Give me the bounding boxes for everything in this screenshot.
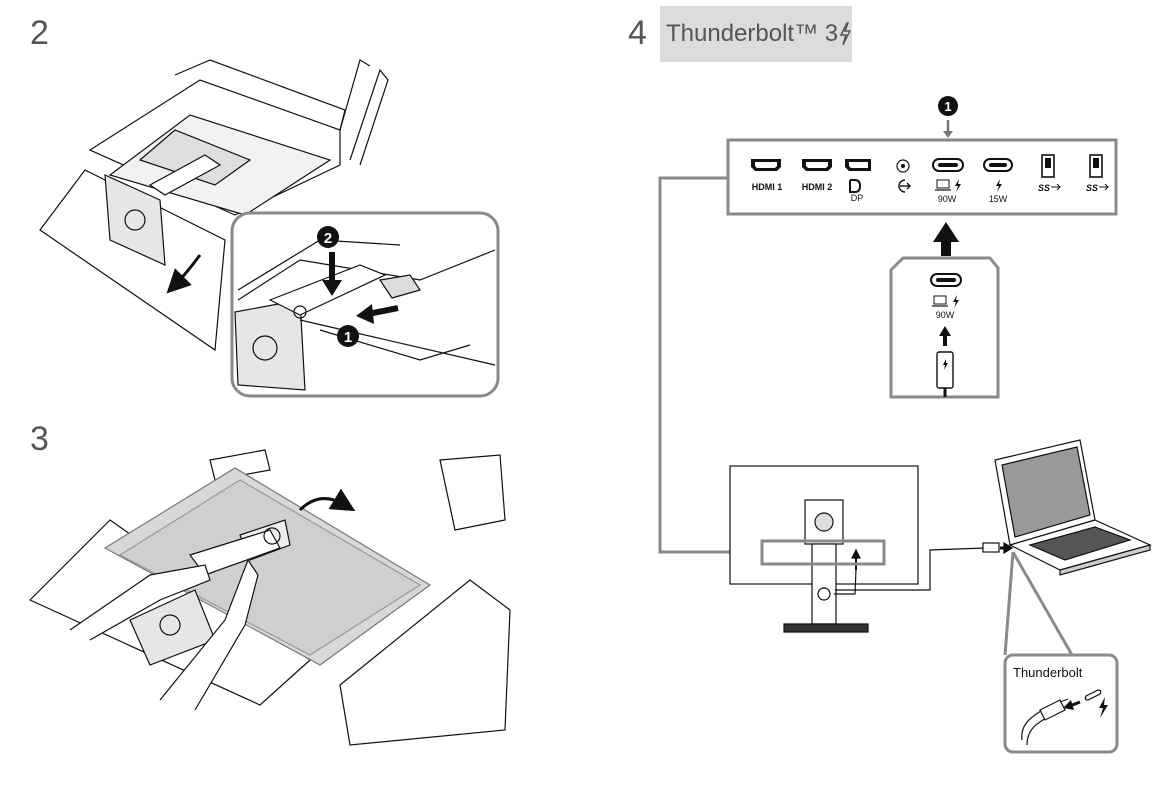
step-4-number: 4 — [628, 14, 647, 52]
left-arrow-icon — [367, 305, 399, 317]
monitor-rear-view — [729, 465, 1014, 633]
thunderbolt-header-title: Thunderbolt™ 3 — [666, 20, 839, 47]
hdmi2-port: HDMI 2 — [802, 159, 833, 192]
usb-ss-label-2: SS — [1086, 183, 1098, 193]
usb-a-port-1: SS — [1038, 154, 1061, 193]
laptop-charge-icon — [933, 295, 947, 305]
thunderbolt-icon — [1099, 697, 1108, 718]
usb-a-port-2: SS — [1086, 154, 1109, 193]
headphone-out-icon — [898, 179, 911, 193]
thunderbolt-detail-box: Thunderbolt — [1003, 653, 1119, 754]
hdmi1-label: HDMI 1 — [752, 182, 783, 192]
thunderbolt-icon — [953, 295, 959, 308]
hdmi2-label: HDMI 2 — [802, 182, 833, 192]
thunderbolt-icon — [955, 179, 961, 192]
io-port-panel: HDMI 1 HDMI 2 DP — [726, 138, 1118, 216]
hdmi1-port: HDMI 1 — [751, 159, 782, 192]
step-3-illustration — [28, 449, 511, 746]
up-arrow-icon — [933, 222, 959, 256]
usb-ss-label-1: SS — [1038, 183, 1050, 193]
thunderbolt-port-zoom: 90W — [889, 256, 1000, 399]
step-3-number: 3 — [30, 420, 49, 458]
audio-port — [896, 159, 911, 193]
step-2-number: 2 — [30, 14, 49, 52]
thunderbolt-cable-plug — [936, 351, 954, 389]
step-2-zoom-bubble: 2 1 — [230, 211, 500, 398]
dp-label: DP — [851, 193, 864, 203]
step-4-callout-1-label: 1 — [944, 99, 951, 114]
step-2-illustration — [39, 59, 389, 352]
laptop-charge-icon — [935, 179, 951, 191]
callout-2: 2 — [317, 226, 339, 248]
usb-symbol-icon — [1051, 183, 1061, 191]
thunderbolt-icon — [996, 179, 1002, 192]
callout-connector-line — [658, 176, 762, 554]
usb-symbol-icon — [1099, 183, 1109, 191]
thunderbolt-90w-port: 90W — [932, 158, 964, 204]
step-4-callout-1: 1 — [938, 96, 958, 138]
port-area-highlight — [760, 539, 886, 566]
thunderbolt-header: Thunderbolt™ 3 — [660, 6, 852, 62]
usbc-15w-label: 15W — [989, 194, 1008, 204]
zoom-90w-label: 90W — [936, 310, 955, 320]
displayport-port: DP — [845, 159, 871, 203]
lightning-bolt-icon — [839, 22, 852, 46]
usbc-15w-port: 15W — [983, 158, 1013, 204]
callout-1: 1 — [337, 325, 359, 347]
callout-1-label: 1 — [344, 329, 352, 346]
callout-2-label: 2 — [324, 230, 332, 247]
zoom-pointer-lines — [1003, 551, 1074, 656]
tb-90w-label: 90W — [938, 194, 957, 204]
thunderbolt-label: Thunderbolt — [1013, 665, 1083, 680]
laptop-illustration — [994, 439, 1152, 576]
